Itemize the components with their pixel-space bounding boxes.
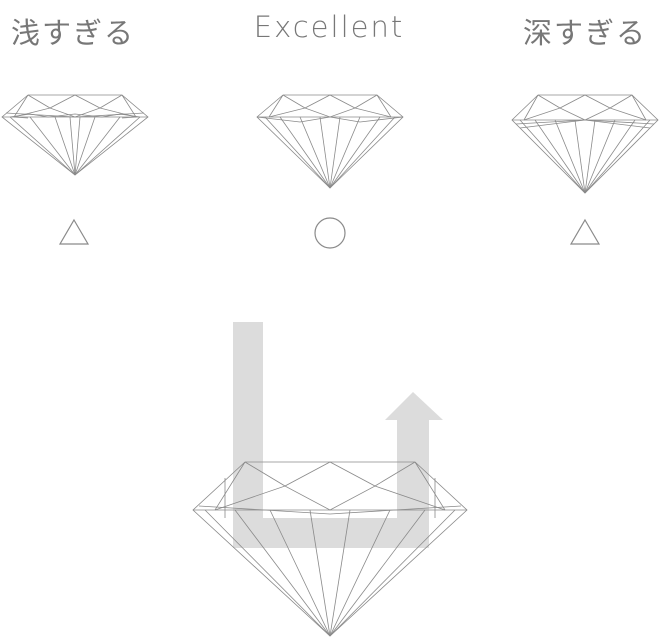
- triangle-mark-icon-shallow: [58, 218, 90, 245]
- diamond-icon-shallow: [1, 94, 149, 176]
- light-path-diagram: [192, 322, 468, 637]
- diamond-icon-excellent: [256, 94, 404, 189]
- triangle-mark-icon-deep: [569, 218, 601, 245]
- u-turn-arrow-icon: [233, 322, 443, 548]
- grade-label-deep: 深すぎる: [522, 16, 647, 50]
- grade-label-excellent: Excellent: [253, 10, 405, 44]
- diamond-icon-deep: [511, 94, 659, 194]
- circle-mark-icon-excellent: [314, 217, 346, 249]
- grade-label-shallow: 浅すぎる: [10, 16, 135, 50]
